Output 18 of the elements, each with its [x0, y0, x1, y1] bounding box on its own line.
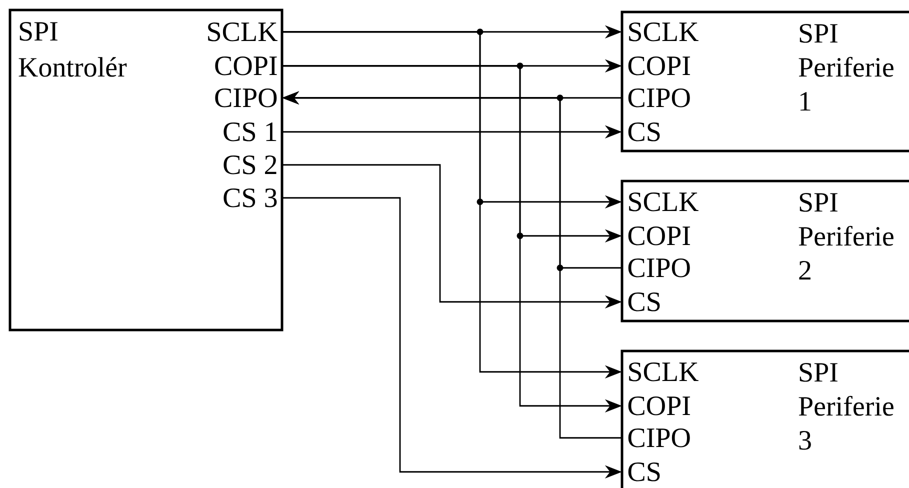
pin-label: COPI: [628, 56, 690, 76]
pin-label: CS 2: [224, 155, 276, 174]
pin-label: CIPO: [628, 428, 690, 448]
pin-label: CIPO: [215, 88, 277, 108]
pin-label: SCLK: [208, 22, 278, 42]
pin-label: SCLK: [629, 362, 698, 382]
pin-label: CIPO: [628, 88, 690, 108]
pin-label: COPI: [628, 226, 690, 246]
pin-label: COPI: [215, 56, 277, 76]
pin-label: CS: [628, 462, 660, 482]
pin-label: CS 1: [224, 122, 276, 142]
pin-label: CS: [628, 122, 660, 142]
pin-label: SCLK: [629, 192, 698, 212]
pin-label: SCLK: [629, 22, 698, 42]
pin-label: CIPO: [628, 258, 690, 278]
pin-label: CS: [628, 292, 660, 312]
pin-label: CS 3: [224, 188, 277, 208]
pin-label: COPI: [628, 396, 690, 416]
